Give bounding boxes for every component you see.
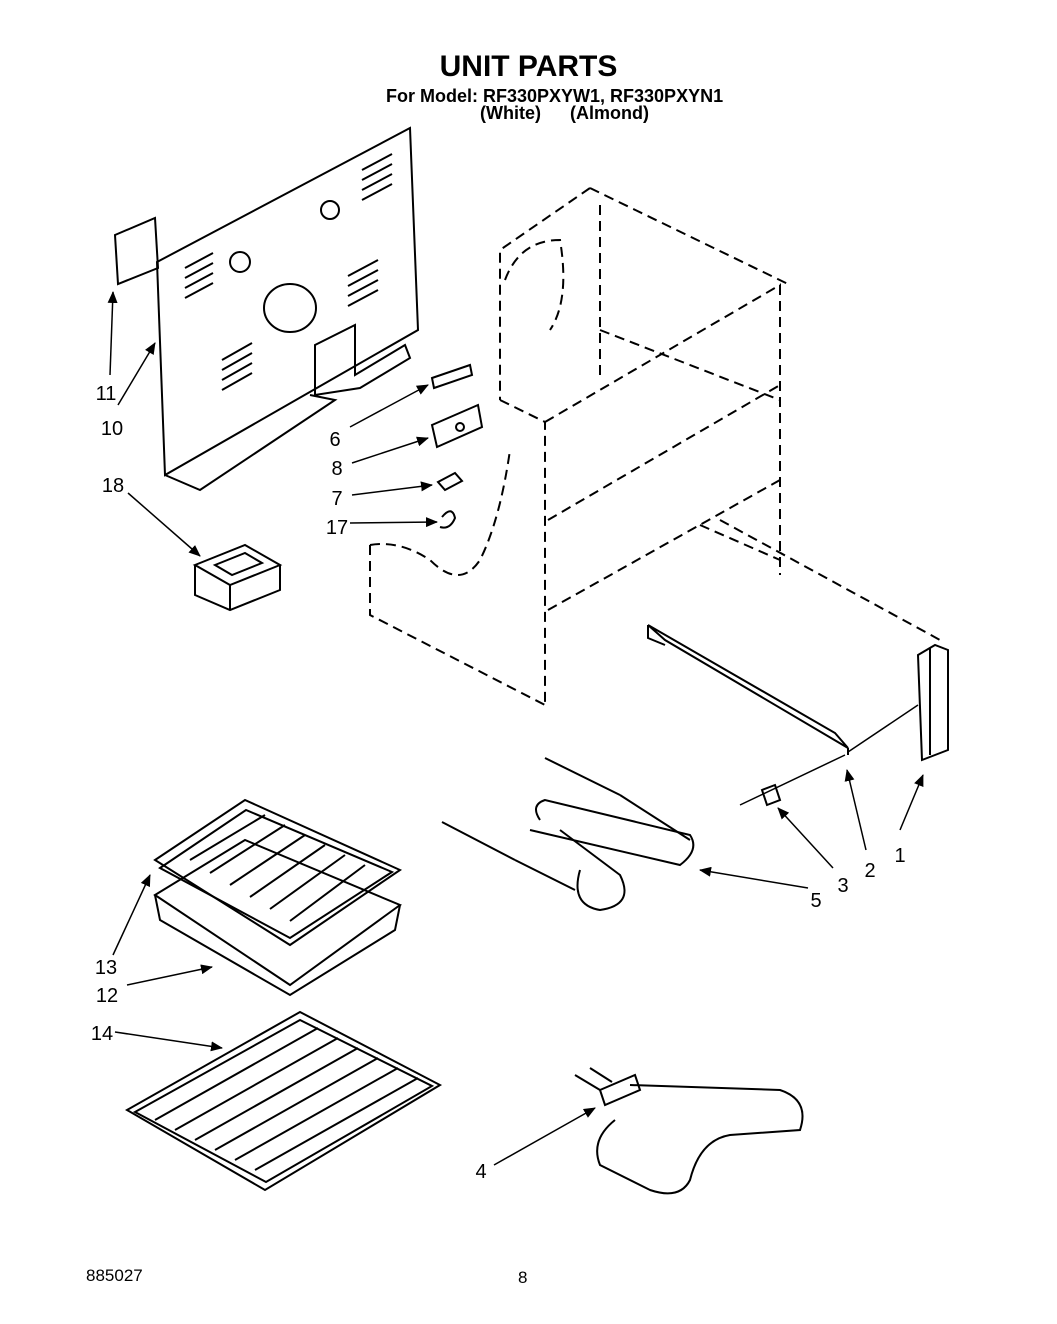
leader-13 <box>112 874 151 956</box>
leader-10 <box>117 342 156 406</box>
callout-11: 11 <box>96 383 117 405</box>
callout-13: 13 <box>95 957 117 979</box>
callout-leaders <box>107 291 924 1166</box>
callout-10: 10 <box>101 418 123 440</box>
page-title: UNIT PARTS <box>439 50 618 83</box>
callout-12: 12 <box>96 985 118 1007</box>
rear-panel <box>155 126 420 492</box>
leader-4 <box>493 1107 596 1166</box>
callout-18: 18 <box>102 475 124 497</box>
callout-2: 2 <box>864 860 875 882</box>
callout-4: 4 <box>475 1161 486 1183</box>
leader-3 <box>777 807 834 869</box>
leader-line <box>847 704 919 753</box>
leader-2 <box>844 769 867 851</box>
callout-8: 8 <box>331 458 342 480</box>
transformer-box <box>192 543 283 612</box>
leader-7 <box>351 481 433 496</box>
leader-18 <box>127 492 201 557</box>
callout-14: 14 <box>91 1023 113 1045</box>
leader-12 <box>126 964 213 986</box>
range-cabinet-outline <box>369 187 941 706</box>
callout-5: 5 <box>810 890 821 912</box>
callout-1: 1 <box>894 845 905 867</box>
color-variants: (White) (Almond) <box>480 103 649 123</box>
side-trim <box>916 643 949 762</box>
leader-8 <box>351 436 429 464</box>
mounting-plate <box>113 216 160 286</box>
page-number: 8 <box>518 1268 528 1287</box>
leader-1 <box>899 774 924 831</box>
callout-3: 3 <box>837 875 848 897</box>
broiler-pan-and-grid <box>153 798 403 997</box>
leader-17 <box>349 517 438 528</box>
callout-6: 6 <box>329 429 340 451</box>
callout-17: 17 <box>326 517 348 539</box>
leader-6 <box>349 384 429 428</box>
small-hardware <box>430 363 484 529</box>
model-line: For Model: RF330PXYW1, RF330PXYN1 <box>386 86 724 106</box>
leader-5 <box>699 866 809 889</box>
broil-element <box>441 757 695 912</box>
clip-part <box>760 783 782 807</box>
callout-7: 7 <box>331 488 342 510</box>
document-number: 885027 <box>86 1266 143 1285</box>
leader-11 <box>107 291 118 376</box>
oven-rack <box>124 1010 443 1192</box>
leader-14 <box>114 1031 223 1052</box>
leader-line <box>739 754 846 806</box>
toe-kick-rail <box>647 624 849 755</box>
bake-element <box>574 1067 804 1195</box>
callout-labels: 1 2 3 4 5 6 7 8 10 11 12 13 14 17 18 <box>91 383 906 1183</box>
